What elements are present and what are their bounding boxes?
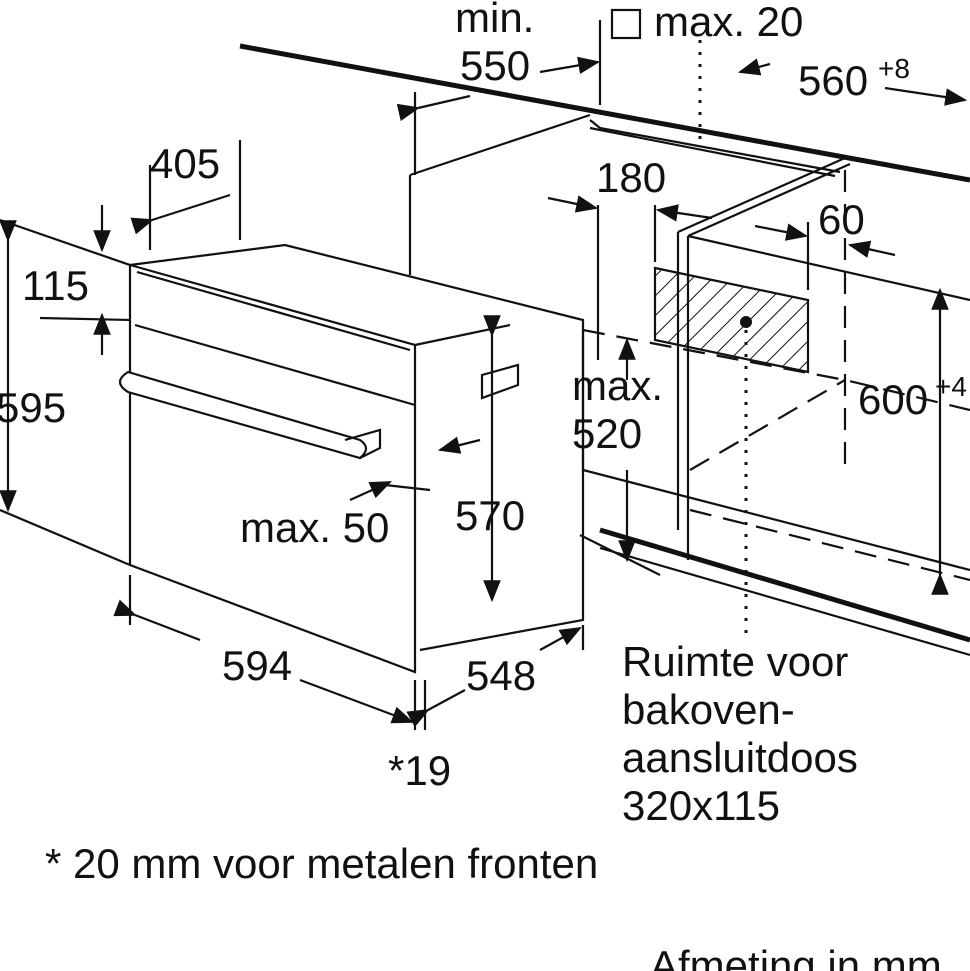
- label-max-520-line2: 520: [572, 410, 642, 457]
- label-max-20: max. 20: [654, 0, 803, 45]
- box-note-line4: 320x115: [622, 782, 780, 829]
- label-595: 595: [0, 384, 66, 431]
- label-600-tolerance: +4: [935, 371, 967, 402]
- label-60: 60: [818, 196, 865, 243]
- square-symbol-icon: [610, 8, 642, 40]
- oven: [118, 243, 585, 674]
- box-note-line3: aansluitdoos: [622, 734, 858, 781]
- label-570: 570: [455, 492, 525, 539]
- label-max-520-line1: max.: [572, 362, 663, 409]
- countertop: [239, 43, 970, 657]
- label-180: 180: [596, 154, 666, 201]
- label-560: 560: [798, 57, 868, 104]
- label-600: 600: [858, 376, 928, 423]
- label-594: 594: [222, 642, 292, 689]
- dimension-lines: [0, 20, 968, 730]
- label-min: min.: [455, 0, 534, 41]
- label-560-tolerance: +8: [878, 53, 910, 84]
- oven-handle: [118, 370, 368, 460]
- box-note-line1: Ruimte voor: [622, 638, 848, 685]
- footnote: * 20 mm voor metalen fronten: [45, 840, 598, 887]
- connection-box-area: [653, 266, 810, 374]
- box-note-line2: bakoven-: [622, 686, 795, 733]
- label-405: 405: [150, 140, 220, 187]
- label-550: 550: [460, 42, 530, 89]
- units-note: Afmeting in mm: [650, 942, 942, 971]
- label-max-50: max. 50: [240, 504, 389, 551]
- label-115: 115: [22, 262, 89, 309]
- label-19: *19: [388, 747, 451, 794]
- connection-point-icon: [740, 316, 752, 328]
- label-548: 548: [466, 652, 536, 699]
- cabinet-niche: [408, 40, 970, 635]
